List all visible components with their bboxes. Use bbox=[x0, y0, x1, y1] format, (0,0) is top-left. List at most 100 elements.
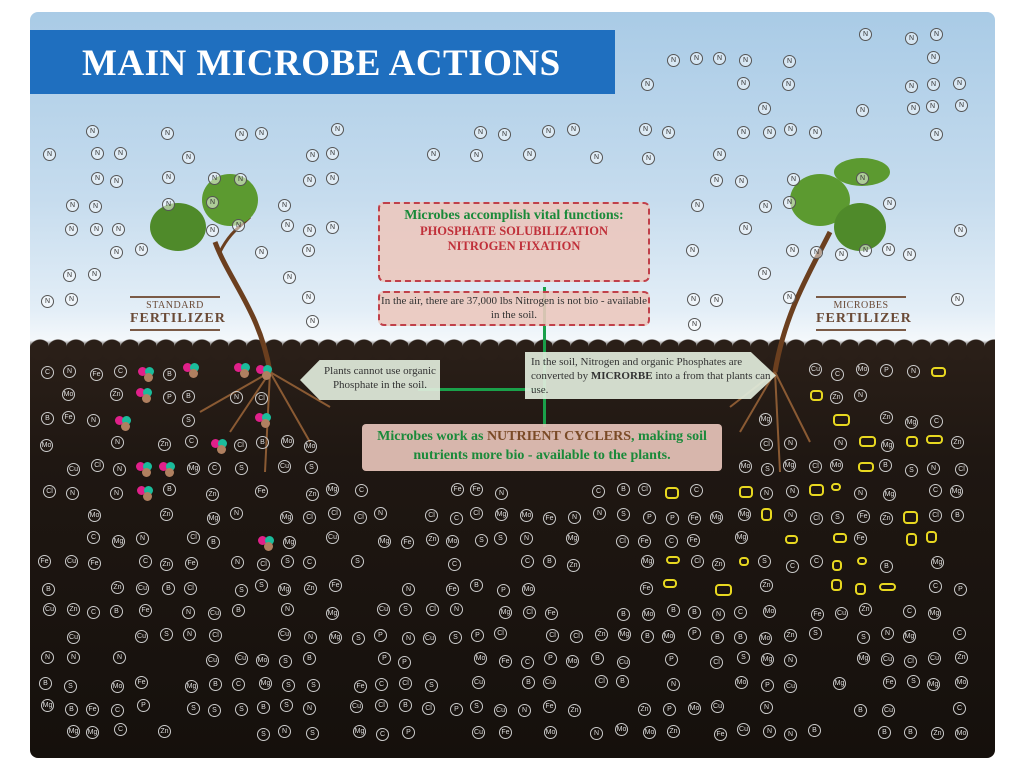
function-phosphate: PHOSPHATE SOLUBILIZATION bbox=[419, 224, 609, 238]
soil-nutrient-symbol: Mg bbox=[903, 630, 916, 643]
nitrogen-symbol: N bbox=[427, 148, 440, 161]
soil-nutrient-symbol: N bbox=[590, 727, 603, 740]
microbe bbox=[715, 584, 732, 596]
soil-nutrient-symbol: Mo bbox=[955, 727, 968, 740]
soil-nutrient-symbol: N bbox=[927, 462, 940, 475]
soil-nutrient-symbol: Cl bbox=[257, 558, 270, 571]
soil-nutrient-symbol: C bbox=[930, 415, 943, 428]
nitrogen-symbol: N bbox=[954, 224, 967, 237]
soil-nutrient-symbol: C bbox=[375, 678, 388, 691]
soil-nutrient-symbol: S bbox=[305, 461, 318, 474]
nitrogen-symbol: N bbox=[161, 127, 174, 140]
soil-nutrient-symbol: Mo bbox=[759, 632, 772, 645]
nitrogen-symbol: N bbox=[763, 126, 776, 139]
soil-nutrient-symbol: Mg bbox=[326, 483, 339, 496]
soil-nutrient-symbol: Cl bbox=[187, 531, 200, 544]
soil-nutrient-symbol: S bbox=[235, 462, 248, 475]
nitrogen-symbol: N bbox=[783, 291, 796, 304]
soil-nutrient-symbol: Cu bbox=[882, 704, 895, 717]
soil-nutrient-symbol: N bbox=[183, 628, 196, 641]
nitrogen-symbol: N bbox=[91, 172, 104, 185]
nitrogen-symbol: N bbox=[713, 148, 726, 161]
soil-nutrient-symbol: Zn bbox=[304, 582, 317, 595]
soil-nutrient-symbol: Zn bbox=[158, 725, 171, 738]
microbe bbox=[857, 557, 867, 565]
soil-nutrient-symbol: Mg bbox=[905, 416, 918, 429]
soil-nutrient-symbol: S bbox=[761, 463, 774, 476]
microbes-fertilizer-label: MICROBES FERTILIZER bbox=[816, 294, 911, 333]
soil-nutrient-symbol: Cu bbox=[737, 723, 750, 736]
soil-nutrient-symbol: N bbox=[87, 414, 100, 427]
soil-nutrient-symbol: S bbox=[306, 727, 319, 740]
soil-surface bbox=[30, 330, 995, 360]
soil-nutrient-symbol: B bbox=[616, 675, 629, 688]
nitrogen-symbol: N bbox=[302, 291, 315, 304]
nitrogen-symbol: N bbox=[306, 149, 319, 162]
nitrogen-symbol: N bbox=[162, 198, 175, 211]
soil-nutrient-symbol: C bbox=[208, 462, 221, 475]
nitrogen-symbol: N bbox=[955, 99, 968, 112]
soil-nutrient-symbol: Mo bbox=[856, 363, 869, 376]
soil-nutrient-symbol: B bbox=[163, 368, 176, 381]
microbe bbox=[858, 462, 874, 472]
soil-nutrient-symbol: Mg bbox=[927, 678, 940, 691]
function-nitrogen: NITROGEN FIXATION bbox=[447, 239, 581, 253]
soil-nutrient-symbol: Cl bbox=[328, 507, 341, 520]
soil-nutrient-symbol: S bbox=[758, 555, 771, 568]
nutrient-cyclers-box: Microbes work as NUTRIENT CYCLERS, makin… bbox=[362, 424, 722, 471]
soil-nutrient-symbol: Mg bbox=[738, 508, 751, 521]
microbe bbox=[859, 436, 876, 447]
soil-nutrient-symbol: Cl bbox=[546, 629, 559, 642]
soil-nutrient-symbol: Fe bbox=[857, 510, 870, 523]
soil-nutrient-symbol: Fe bbox=[90, 368, 103, 381]
soil-nutrient-symbol: Zn bbox=[784, 629, 797, 642]
soil-nutrient-symbol: Fe bbox=[638, 535, 651, 548]
soil-nutrient-symbol: Mo bbox=[474, 652, 487, 665]
plants-illustration bbox=[150, 158, 890, 473]
soil-nutrient-symbol: Fe bbox=[255, 485, 268, 498]
nitrogen-symbol: N bbox=[206, 196, 219, 209]
soil-nutrient-symbol: Zn bbox=[931, 727, 944, 740]
soil-nutrient-symbol: B bbox=[688, 606, 701, 619]
soil-nutrient-symbol: Mo bbox=[446, 535, 459, 548]
soil-nutrient-symbol: Cl bbox=[303, 511, 316, 524]
soil-nutrient-symbol: Cu bbox=[494, 704, 507, 717]
soil-nutrient-symbol: Mg bbox=[207, 512, 220, 525]
soil-nutrient-symbol: Zn bbox=[760, 579, 773, 592]
soil-nutrient-symbol: Cu bbox=[543, 676, 556, 689]
soil-nutrient-symbol: Mg bbox=[499, 606, 512, 619]
soil-nutrient-symbol: Cl bbox=[595, 675, 608, 688]
soil-nutrient-symbol: N bbox=[518, 704, 531, 717]
nitrogen-symbol: N bbox=[882, 243, 895, 256]
soil-nutrient-symbol: Cl bbox=[255, 392, 268, 405]
soil-nutrient-symbol: C bbox=[734, 606, 747, 619]
soil-nutrient-symbol: S bbox=[235, 703, 248, 716]
nitrogen-symbol: N bbox=[856, 104, 869, 117]
soil-nutrient-symbol: Cu bbox=[377, 603, 390, 616]
soil-nutrient-symbol: S bbox=[64, 680, 77, 693]
soil-nutrient-symbol: Cu bbox=[472, 726, 485, 739]
soil-nutrient-symbol: N bbox=[593, 507, 606, 520]
soil-nutrient-symbol: Cl bbox=[91, 459, 104, 472]
nitrogen-symbol: N bbox=[930, 28, 943, 41]
soil-nutrient-symbol: N bbox=[784, 654, 797, 667]
soil-nutrient-symbol: Cl bbox=[710, 656, 723, 669]
soil-nutrient-symbol: Fe bbox=[62, 411, 75, 424]
soil-nutrient-symbol: Cu bbox=[326, 531, 339, 544]
soil-nutrient-symbol: Mg bbox=[112, 535, 125, 548]
soil-nutrient-symbol: B bbox=[641, 630, 654, 643]
soil-nutrient-symbol: B bbox=[209, 678, 222, 691]
soil-nutrient-symbol: Fe bbox=[854, 532, 867, 545]
soil-nutrient-symbol: N bbox=[760, 701, 773, 714]
soil-nutrient-symbol: Mg bbox=[283, 536, 296, 549]
nitrogen-symbol: N bbox=[41, 295, 54, 308]
nitrogen-symbol: N bbox=[641, 78, 654, 91]
functions-box: Microbes accomplish vital functions: PHO… bbox=[378, 202, 650, 282]
nitrogen-symbol: N bbox=[810, 246, 823, 259]
nitrogen-symbol: N bbox=[739, 54, 752, 67]
soil-nutrient-symbol: B bbox=[667, 604, 680, 617]
soil-nutrient-symbol: C bbox=[665, 535, 678, 548]
soil-nutrient-symbol: Mg bbox=[329, 631, 342, 644]
soil-nutrient-symbol: S bbox=[905, 464, 918, 477]
